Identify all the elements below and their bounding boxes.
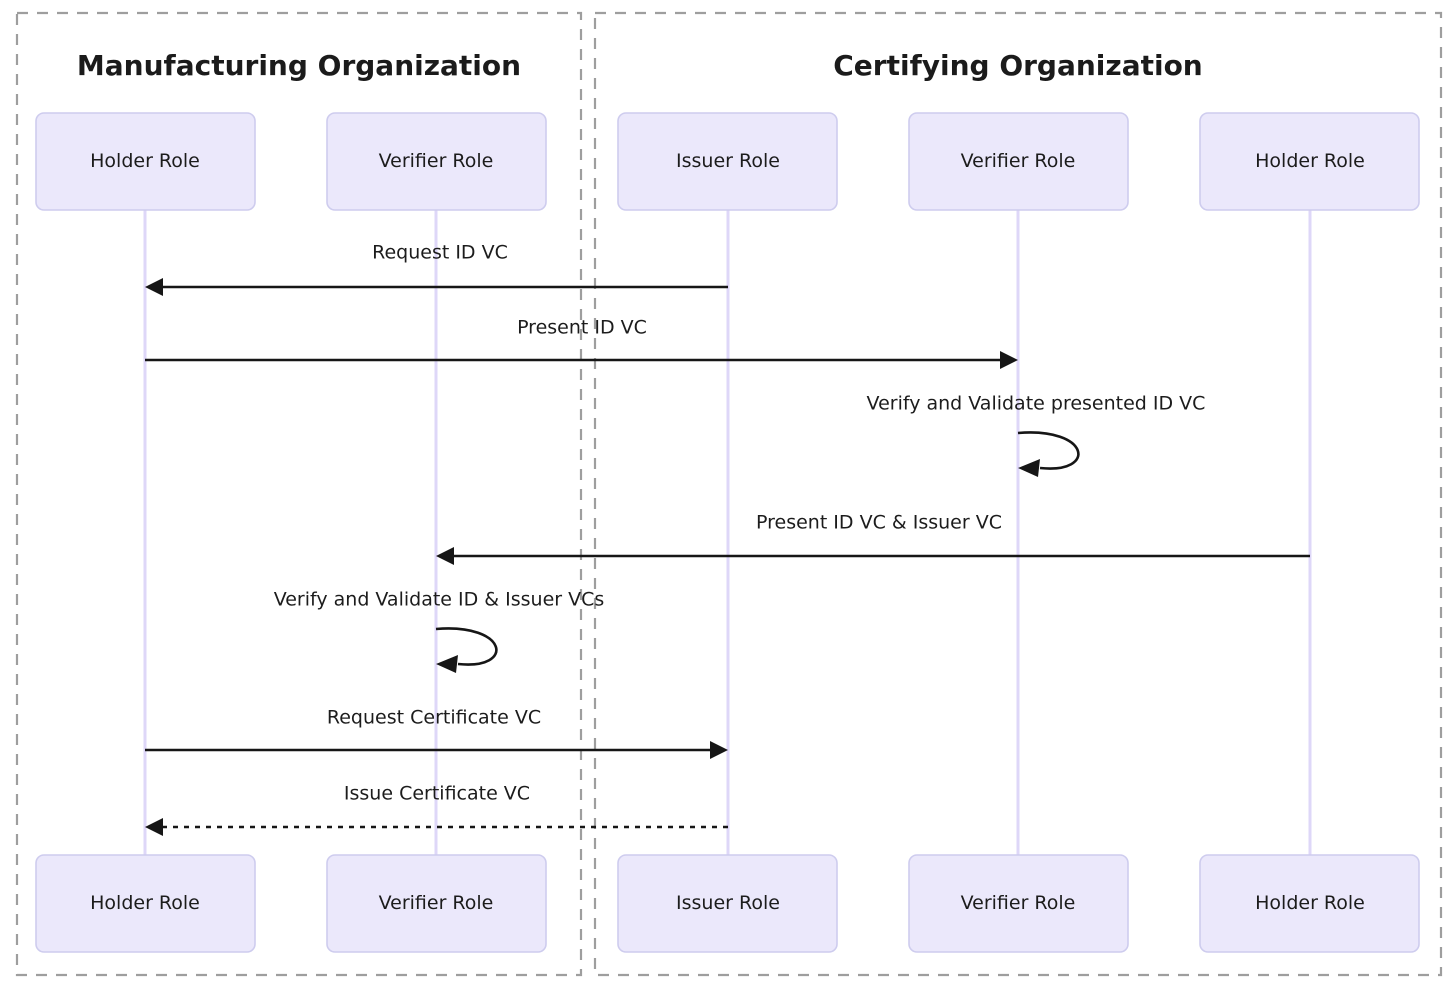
organization-groups-layer: Manufacturing Organization Certifying Org… — [15, 11, 1443, 977]
actor-cert-verifier-top[interactable]: Verifier Role — [908, 112, 1129, 211]
actor-mfg-holder-bottom[interactable]: Holder Role — [35, 854, 256, 953]
actor-box-cert-verifier-bottom[interactable] — [908, 854, 1129, 953]
message-m4[interactable]: Present ID VC & Issuer VC — [436, 512, 1310, 566]
message-m2[interactable]: Present ID VC — [145, 317, 1018, 370]
message-label-m4: Present ID VC & Issuer VC — [756, 512, 1002, 534]
arrowhead-m6 — [710, 741, 728, 759]
actor-label-cert-holder-bottom: Holder Role — [1255, 892, 1365, 914]
messages-layer: Request ID VC Present ID VC Verify and Val… — [145, 242, 1310, 837]
arrowhead-m7 — [145, 818, 163, 836]
actor-box-cert-holder-top[interactable] — [1199, 112, 1420, 211]
lifelines-layer — [143, 210, 1312, 855]
actor-cert-issuer-top[interactable]: Issuer Role — [617, 112, 838, 211]
message-m3[interactable]: Verify and Validate presented ID VC — [867, 393, 1206, 478]
message-m7[interactable]: Issue Certificate VC — [145, 783, 728, 837]
arrowhead-m4 — [436, 547, 454, 565]
actor-cert-issuer-bottom[interactable]: Issuer Role — [617, 854, 838, 953]
message-label-m5: Verify and Validate ID & Issuer VCs — [274, 589, 605, 611]
actor-label-mfg-verifier-bottom: Verifier Role — [379, 892, 494, 914]
arrowhead-m3 — [1018, 459, 1040, 477]
organization-frame-manufacturing — [15, 11, 583, 977]
organization-title-manufacturing: Manufacturing Organization — [77, 49, 521, 82]
actor-label-mfg-verifier-top: Verifier Role — [379, 150, 494, 172]
actor-mfg-verifier-bottom[interactable]: Verifier Role — [326, 854, 547, 953]
actor-cert-verifier-bottom[interactable]: Verifier Role — [908, 854, 1129, 953]
actor-mfg-holder-top[interactable]: Holder Role — [35, 112, 256, 211]
arrowhead-m2 — [1000, 351, 1018, 369]
actor-box-mfg-holder-bottom[interactable] — [35, 854, 256, 953]
message-m5[interactable]: Verify and Validate ID & Issuer VCs — [274, 589, 605, 674]
message-label-m6: Request Certificate VC — [327, 707, 541, 729]
organization-frame-certifying — [593, 11, 1443, 977]
actor-label-cert-issuer-bottom: Issuer Role — [676, 892, 780, 914]
arrowhead-m5 — [436, 655, 458, 673]
actor-label-cert-issuer-top: Issuer Role — [676, 150, 780, 172]
actor-cert-holder-top[interactable]: Holder Role — [1199, 112, 1420, 211]
actor-label-mfg-holder-top: Holder Role — [90, 150, 200, 172]
actor-box-cert-holder-bottom[interactable] — [1199, 854, 1420, 953]
message-label-m7: Issue Certificate VC — [344, 783, 530, 805]
actor-label-cert-verifier-top: Verifier Role — [961, 150, 1076, 172]
message-label-m3: Verify and Validate presented ID VC — [867, 393, 1206, 415]
message-m6[interactable]: Request Certificate VC — [145, 707, 728, 760]
actor-box-mfg-verifier-bottom[interactable] — [326, 854, 547, 953]
message-label-m1: Request ID VC — [372, 242, 508, 264]
message-m1[interactable]: Request ID VC — [145, 242, 728, 297]
organization-title-certifying: Certifying Organization — [833, 49, 1203, 82]
actor-box-cert-issuer-bottom[interactable] — [617, 854, 838, 953]
actor-label-cert-holder-top: Holder Role — [1255, 150, 1365, 172]
actor-label-cert-verifier-bottom: Verifier Role — [961, 892, 1076, 914]
arrowhead-m1 — [145, 278, 163, 296]
actor-box-cert-verifier-top[interactable] — [908, 112, 1129, 211]
actor-mfg-verifier-top[interactable]: Verifier Role — [326, 112, 547, 211]
self-loop-path-m3 — [1017, 431, 1080, 470]
actor-label-mfg-holder-bottom: Holder Role — [90, 892, 200, 914]
actor-box-mfg-verifier-top[interactable] — [326, 112, 547, 211]
actor-box-cert-issuer-top[interactable] — [617, 112, 838, 211]
message-label-m2: Present ID VC — [517, 317, 647, 339]
actor-cert-holder-bottom[interactable]: Holder Role — [1199, 854, 1420, 953]
actor-box-mfg-holder-top[interactable] — [35, 112, 256, 211]
self-loop-path-m5 — [435, 627, 498, 666]
